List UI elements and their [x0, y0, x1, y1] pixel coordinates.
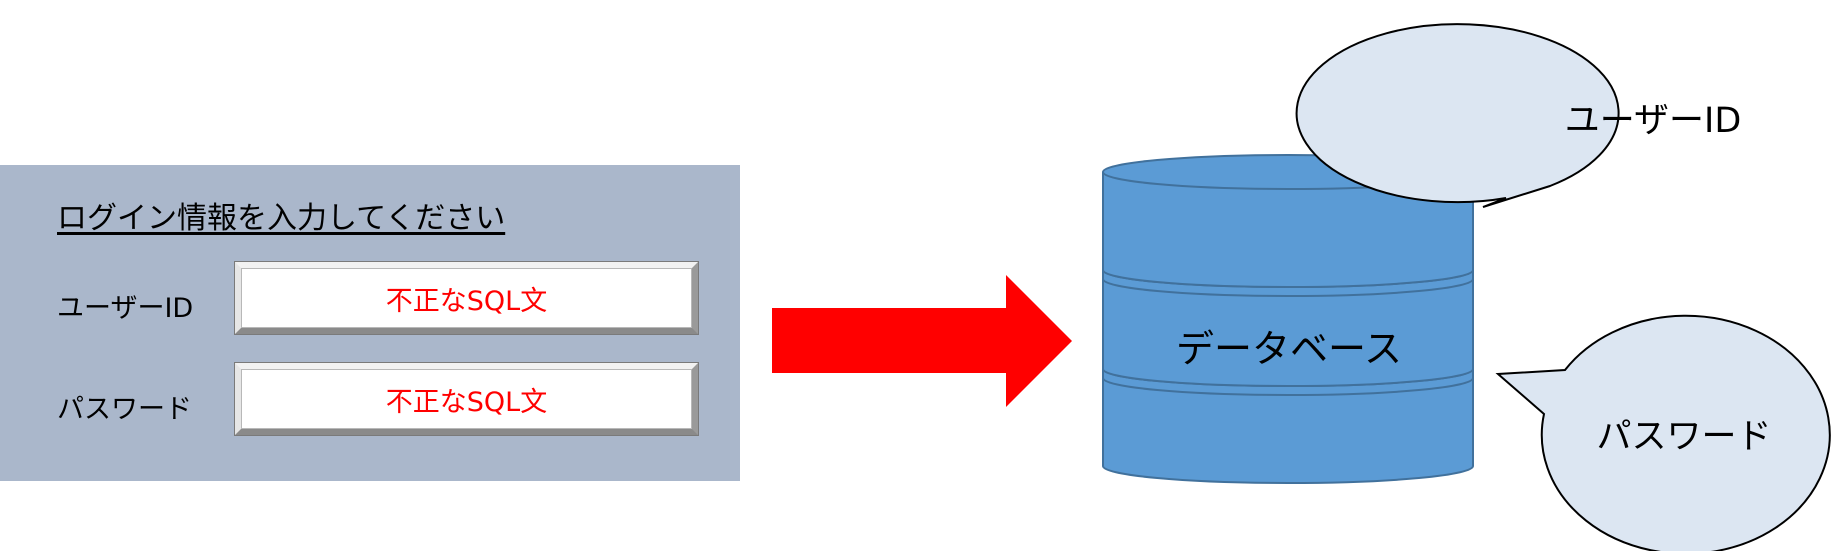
- callout-bubble-password: [1495, 314, 1831, 551]
- password-label: パスワード: [57, 394, 192, 425]
- callout-userid-text: ユーザーID: [1564, 101, 1742, 141]
- database-label: データベース: [1175, 327, 1403, 371]
- userid-label: ユーザーID: [57, 293, 194, 324]
- callout-bubble-userid: [1295, 23, 1620, 208]
- login-panel-title: ログイン情報を入力してください: [57, 201, 506, 236]
- callout-password-text: パスワード: [1596, 417, 1772, 457]
- flow-arrow: [772, 275, 1072, 407]
- database-cylinder: [1102, 154, 1474, 484]
- password-input-value: 不正なSQL文: [385, 386, 548, 418]
- userid-input[interactable]: 不正なSQL文: [235, 262, 698, 334]
- password-input[interactable]: 不正なSQL文: [235, 363, 698, 435]
- userid-input-value: 不正なSQL文: [385, 285, 548, 317]
- login-panel: ログイン情報を入力してください ユーザーID 不正なSQL文 パスワード 不正な…: [0, 165, 740, 481]
